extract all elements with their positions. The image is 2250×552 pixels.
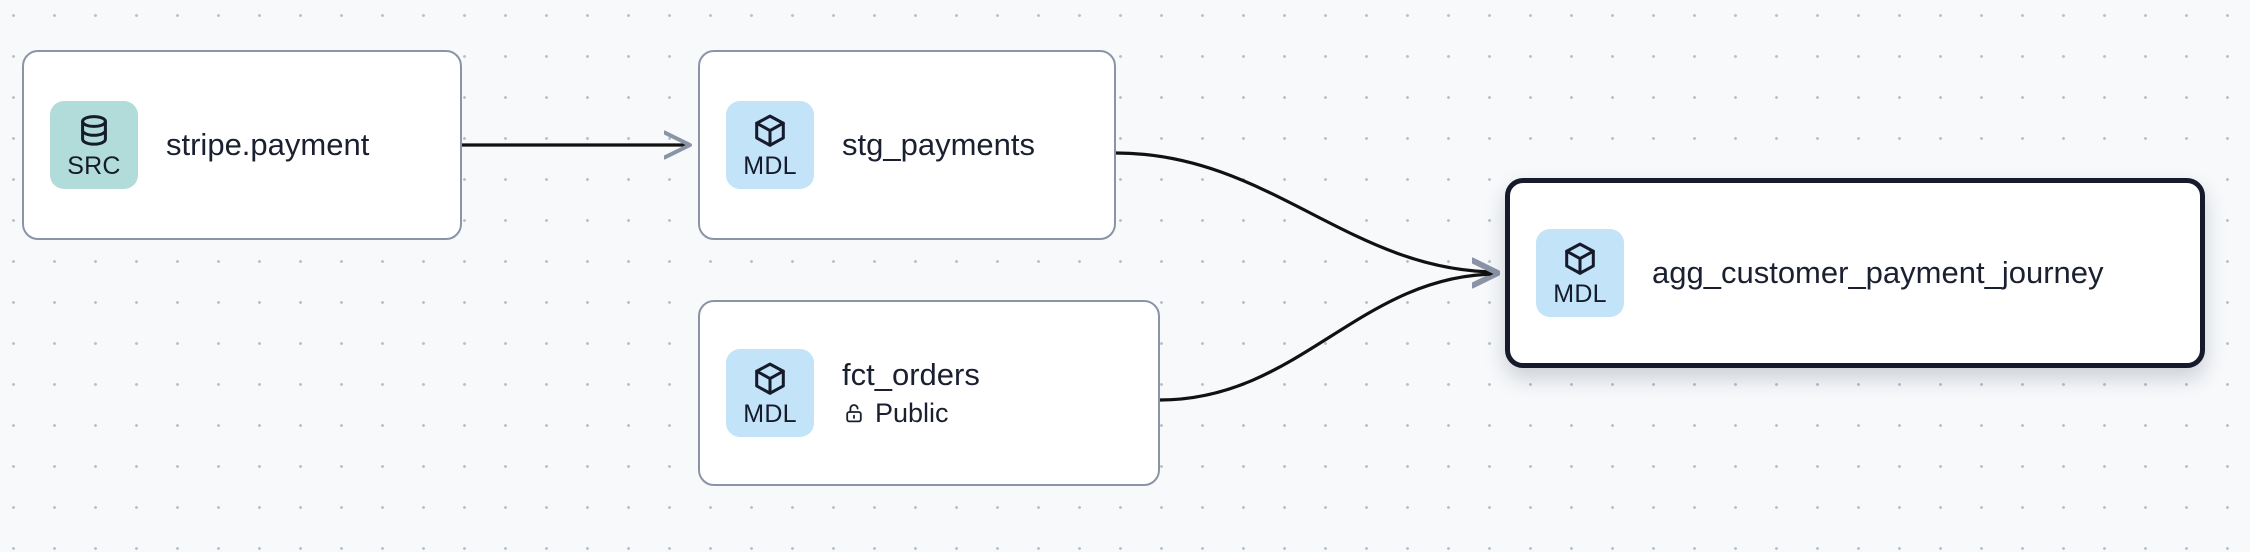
badge-model: MDL xyxy=(726,349,814,437)
badge-model: MDL xyxy=(726,101,814,189)
badge-label: MDL xyxy=(743,399,797,428)
database-icon xyxy=(75,112,113,150)
node-text: stg_payments xyxy=(842,127,1035,164)
node-title: fct_orders xyxy=(842,357,980,393)
node-title: agg_customer_payment_journey xyxy=(1652,254,2104,290)
node-agg-customer-payment-journey[interactable]: MDL agg_customer_payment_journey xyxy=(1505,178,2205,368)
edge-stg-to-agg[interactable] xyxy=(1115,151,1498,272)
node-title: stripe.payment xyxy=(166,126,370,162)
visibility-label: Public xyxy=(875,397,949,428)
badge-label: MDL xyxy=(1553,279,1607,308)
node-visibility: Public xyxy=(842,398,980,429)
node-fct-orders[interactable]: MDL fct_orders Public xyxy=(698,300,1160,486)
cube-icon xyxy=(751,112,789,150)
node-text: stripe.payment xyxy=(166,127,369,164)
node-stg-payments[interactable]: MDL stg_payments xyxy=(698,50,1116,240)
badge-model: MDL xyxy=(1536,229,1624,317)
badge-source: SRC xyxy=(50,101,138,189)
node-stripe-payment[interactable]: SRC stripe.payment xyxy=(22,50,462,240)
cube-icon xyxy=(1561,240,1599,278)
badge-label: SRC xyxy=(67,151,121,180)
edge-fct-to-agg[interactable] xyxy=(1159,274,1498,402)
node-text: fct_orders Public xyxy=(842,357,980,429)
node-text: agg_customer_payment_journey xyxy=(1652,255,2104,292)
node-title: stg_payments xyxy=(842,126,1035,162)
badge-label: MDL xyxy=(743,151,797,180)
cube-icon xyxy=(751,360,789,398)
unlock-icon xyxy=(842,401,866,425)
